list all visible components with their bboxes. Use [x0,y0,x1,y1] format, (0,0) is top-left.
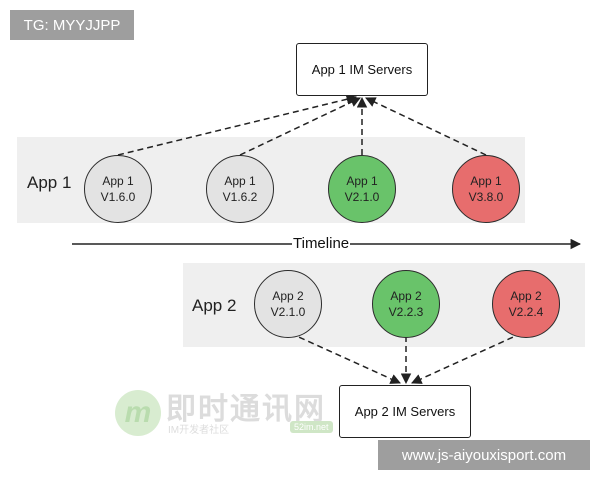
app2-im-servers-label: App 2 IM Servers [354,404,456,419]
node-version: V1.6.2 [222,190,258,204]
app1-node-v380: App 1 V3.8.0 [452,155,520,223]
app1-node-v160: App 1 V1.6.0 [84,155,152,223]
timeline-label: Timeline [292,235,351,252]
arrow-app1-v162 [239,97,361,156]
node-version: V2.2.3 [388,305,424,319]
app1-im-servers-box: App 1 IM Servers [296,43,428,96]
app2-node-v223: App 2 V2.2.3 [372,270,440,338]
app1-node-v210: App 1 V2.1.0 [328,155,396,223]
app2-im-servers-box: App 2 IM Servers [339,385,471,438]
app2-node-v224: App 2 V2.2.4 [492,270,560,338]
arrow-app2-v210 [289,332,401,384]
arrow-app1-v160 [117,94,358,156]
watermark-title: 即时通讯网 [166,393,326,426]
node-app-name: App 1 [470,173,502,188]
app2-node-v210: App 2 V2.1.0 [254,270,322,338]
node-version: V2.2.4 [508,305,544,319]
watermark-subtitle: IM开发者社区 [168,425,230,436]
node-app-name: App 1 [102,173,134,188]
watermark-domain: 52im.net [290,421,333,433]
node-app-name: App 1 [346,173,378,188]
app1-node-v162: App 1 V1.6.2 [206,155,274,223]
node-app-name: App 2 [390,288,422,303]
app1-im-servers-label: App 1 IM Servers [311,62,413,77]
arrow-app2-v224 [411,332,523,384]
node-app-name: App 2 [272,288,304,303]
node-version: V2.1.0 [344,190,380,204]
node-app-name: App 1 [224,173,256,188]
watermark-logo: m [115,390,161,436]
node-version: V3.8.0 [468,190,504,204]
app2-label: App 2 [192,296,237,315]
arrow-app1-v380 [365,97,487,156]
site-url-badge[interactable]: www.js-aiyouxisport.com [378,440,590,470]
app1-label: App 1 [27,173,72,192]
node-app-name: App 2 [510,288,542,303]
tg-badge: TG: MYYJJPP [10,10,134,40]
node-version: V2.1.0 [270,305,306,319]
node-version: V1.6.0 [100,190,136,204]
